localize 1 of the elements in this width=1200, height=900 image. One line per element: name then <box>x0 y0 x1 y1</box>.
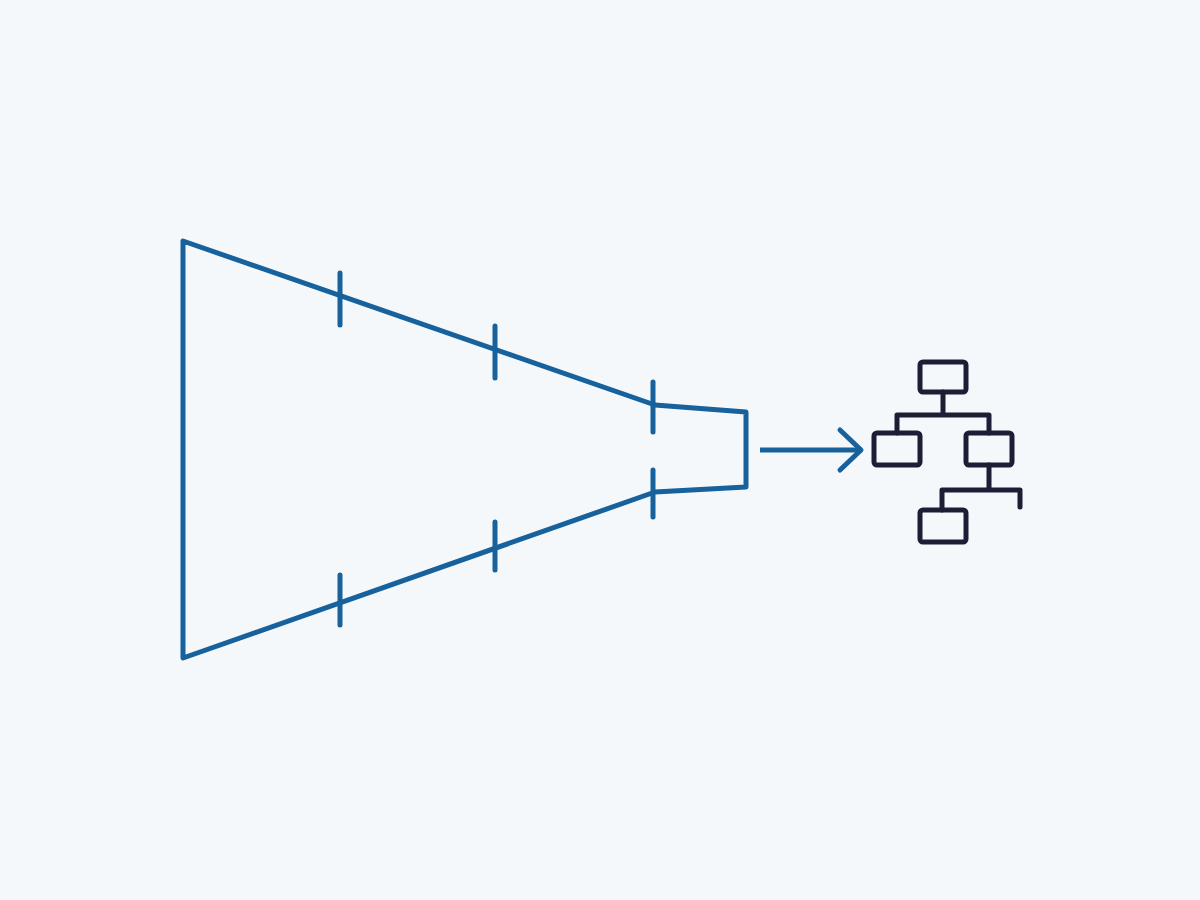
arrow <box>760 427 864 473</box>
